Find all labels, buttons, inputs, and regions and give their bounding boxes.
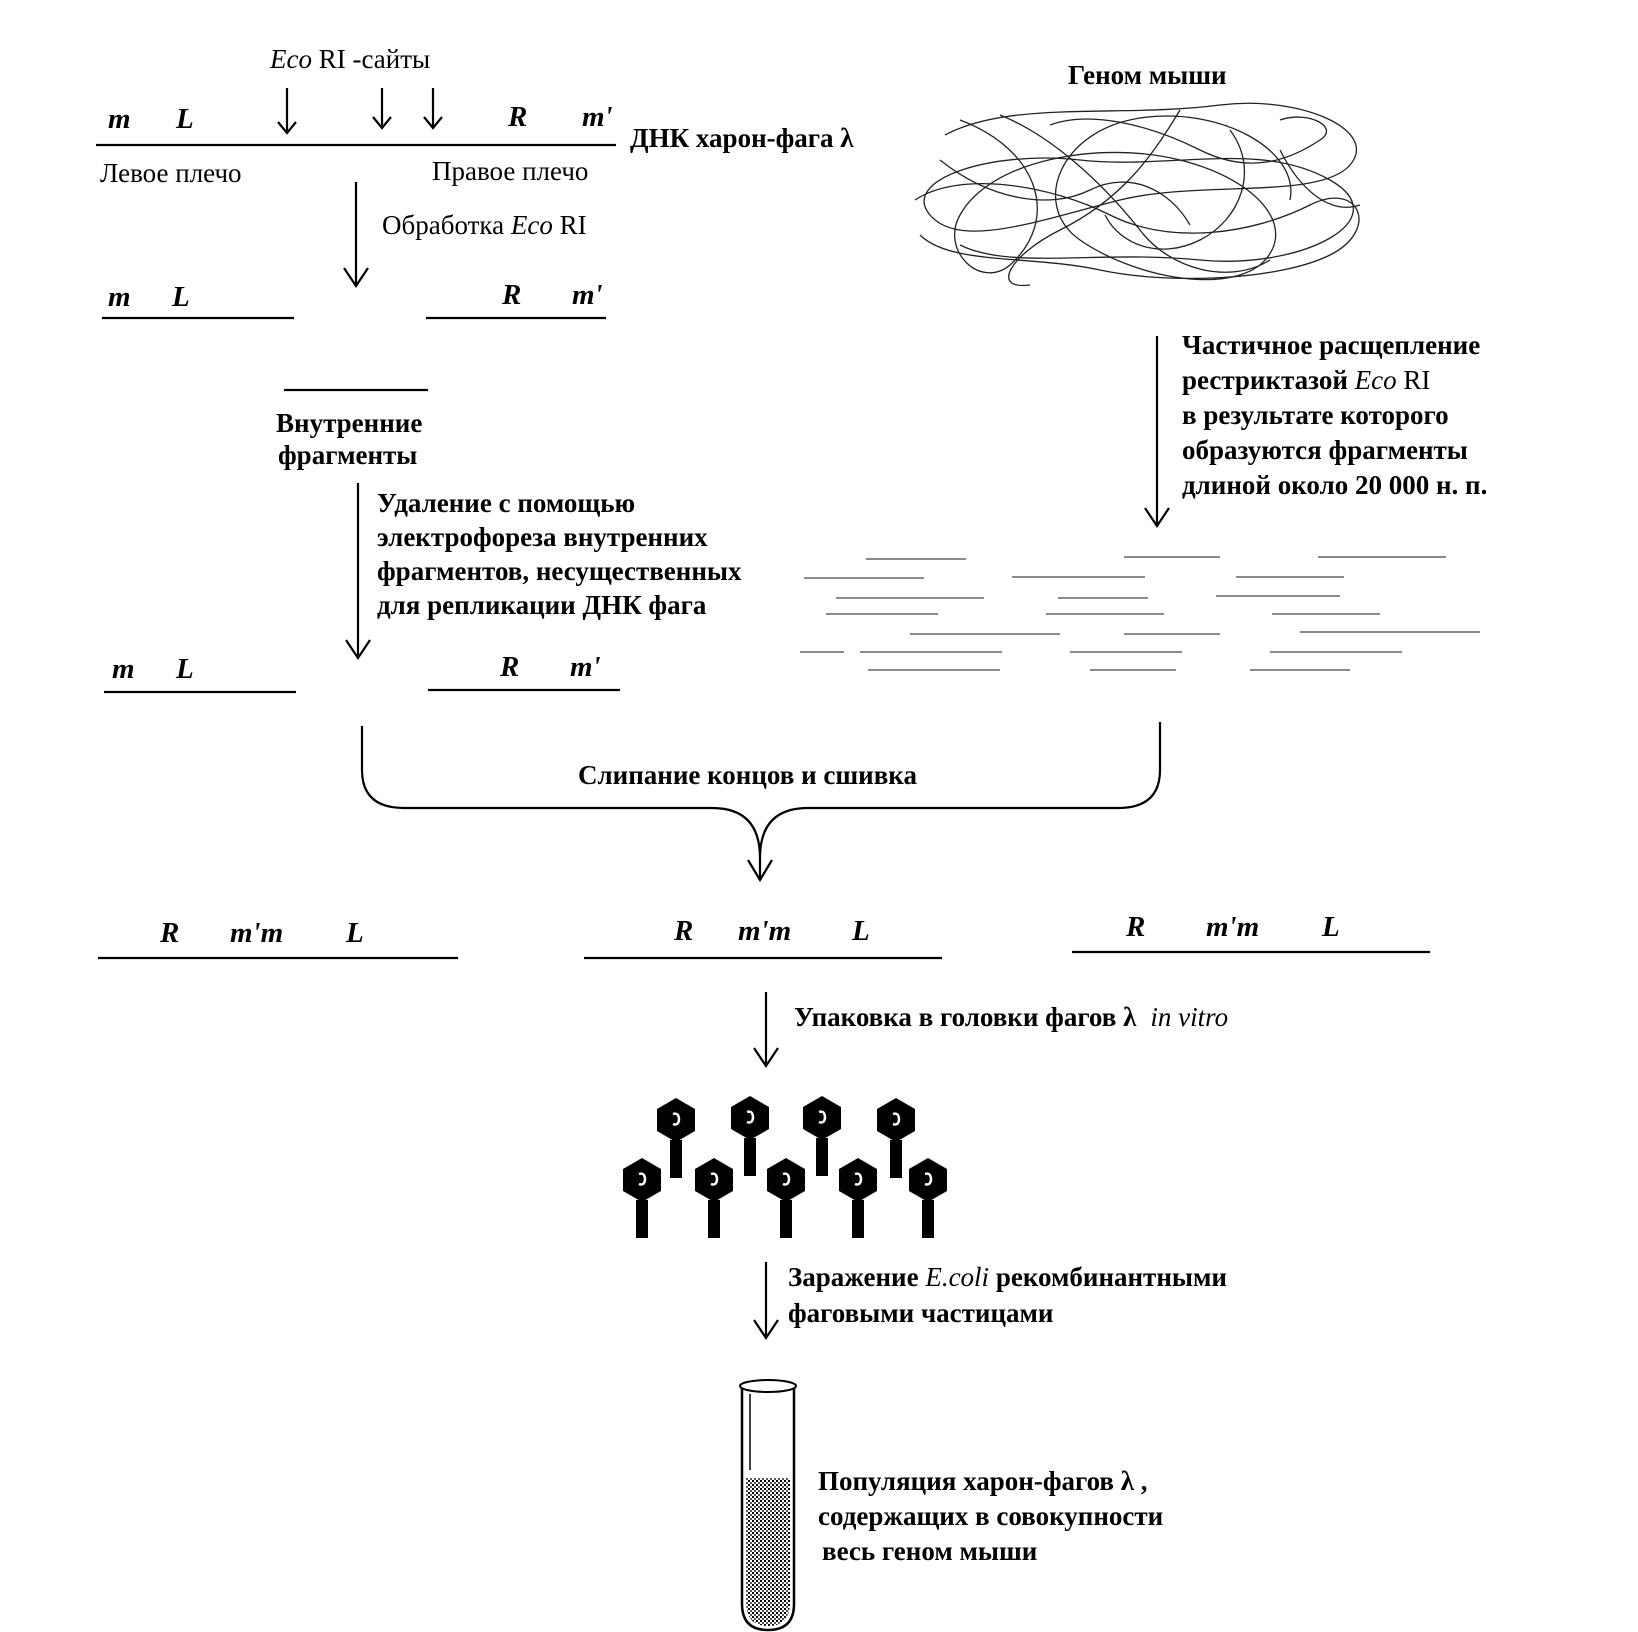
digest-label-1: Частичное расщепление [1182, 330, 1480, 360]
phage-particle [837, 1156, 879, 1240]
recombinant-molecule-2: R m'm L [584, 915, 942, 960]
arm-label-R: R [501, 279, 521, 311]
arm-label-L: L [175, 103, 194, 135]
phage-particles [621, 1094, 949, 1240]
arm-label-R: R [507, 101, 527, 133]
phage-particle [765, 1156, 807, 1240]
arm-label-m: m [108, 103, 131, 135]
digest-label-2: рестриктазой Eco RI [1182, 365, 1430, 395]
arrow-infection [753, 1262, 779, 1340]
phage-particle [621, 1156, 663, 1240]
phage-particle [693, 1156, 735, 1240]
removal-label-3: фрагментов, несущественных [377, 556, 742, 586]
arm-label-m-prime-m: m'm [1206, 911, 1259, 943]
removal-label-2: электрофореза внутренних [377, 522, 708, 552]
digest-label-4: образуются фрагменты [1182, 435, 1468, 465]
arm-label-m-prime-m: m'm [230, 917, 283, 949]
arm-label-m: m [112, 653, 135, 685]
internal-fragments-label-1: Внутренние [276, 408, 422, 438]
arm-label-R: R [499, 651, 519, 683]
left-arm-label: Левое плечо [100, 158, 242, 188]
result-label-2: содержащих в совокупности [818, 1501, 1163, 1531]
phage-particle [801, 1094, 843, 1178]
arrow-partial-digest [1144, 336, 1170, 528]
arm-label-R: R [1125, 911, 1145, 943]
result-label-3: весь геном мыши [822, 1536, 1037, 1566]
arrow-packaging [753, 992, 779, 1068]
phage-particle [655, 1096, 697, 1180]
recombinant-molecule-3: R m'm L [1072, 911, 1430, 954]
arm-label-R: R [159, 917, 179, 949]
arrow-ecori-treatment [343, 182, 369, 288]
digest-label-3: в результате которого [1182, 400, 1449, 430]
mouse-genome-title: Геном мыши [1068, 60, 1227, 90]
test-tube [739, 1379, 797, 1632]
arm-label-m-prime: m' [572, 279, 603, 311]
arm-label-L: L [175, 653, 194, 685]
phage-particle [875, 1096, 917, 1180]
arrow-removal [345, 483, 371, 660]
right-arm-label: Правое плечо [432, 156, 588, 186]
arm-label-L: L [345, 917, 364, 949]
arm-label-L: L [1321, 911, 1340, 943]
arm-label-R: R [673, 915, 693, 947]
arm-label-m-prime: m' [582, 101, 613, 133]
infection-label-1: Заражение E.coli рекомбинантными [788, 1262, 1227, 1292]
arm-label-m-prime: m' [570, 651, 601, 683]
removal-label-1: Удаление с помощью [377, 488, 635, 518]
ecori-treatment-label: Обработка Eco RI [382, 210, 587, 240]
recombinant-molecule-1: R m'm L [98, 917, 458, 960]
arm-label-m-prime-m: m'm [738, 915, 791, 947]
arm-label-L: L [851, 915, 870, 947]
merge-brace [360, 722, 1162, 883]
mouse-genome-tangle [914, 102, 1361, 287]
digest-label-5: длиной около 20 000 н. п. [1182, 470, 1487, 500]
phage-dna-label: ДНК харон-фага λ [630, 123, 854, 153]
phage-particle [907, 1156, 949, 1240]
mouse-dna-fragments [800, 556, 1480, 671]
internal-fragments-label-2: фрагменты [278, 440, 417, 470]
arm-label-L: L [171, 281, 190, 313]
result-label-1: Популяция харон-фагов λ , [818, 1466, 1148, 1496]
ecori-site-arrows [277, 88, 443, 135]
removal-label-4: для репликации ДНК фага [377, 590, 707, 620]
annealing-label: Слипание концов и сшивка [578, 760, 917, 790]
ecori-sites-label: Eco RI -сайты [269, 44, 430, 74]
arm-label-m: m [108, 281, 131, 313]
infection-label-2: фаговыми частицами [788, 1298, 1054, 1328]
phage-particle [729, 1094, 771, 1178]
